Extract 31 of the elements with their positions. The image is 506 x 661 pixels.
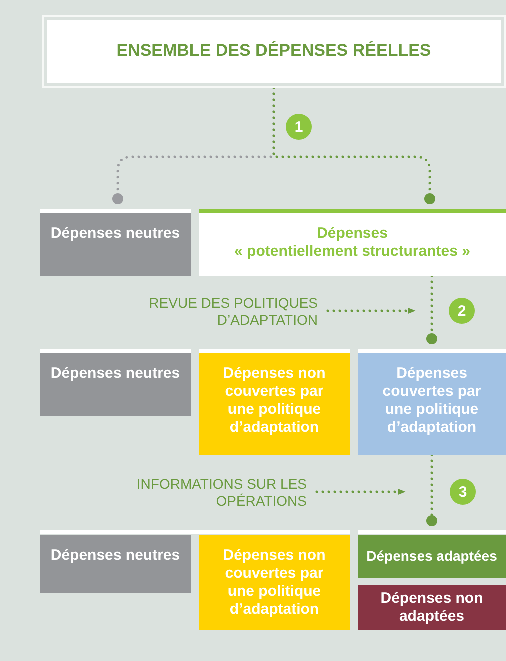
category-box <box>199 353 350 455</box>
box-text: Dépenses neutres <box>50 547 180 565</box>
box-text: Dépenses non adaptées <box>380 590 484 626</box>
dotted-connector <box>272 86 436 204</box>
dotted-arrow <box>316 488 406 496</box>
category-box <box>358 535 506 578</box>
category-box <box>199 535 350 630</box>
title-box <box>42 15 506 88</box>
category-box <box>358 353 506 455</box>
step-label: REVUE DES POLITIQUES D’ADAPTATION <box>149 295 318 328</box>
box-text: Dépenses couvertes par une politique d’adaptation <box>382 365 482 437</box>
step-number: 3 <box>450 479 476 505</box>
dotted-connector <box>426 454 438 526</box>
box-text: Dépenses non couvertes par une politique d’adaptation <box>222 365 327 437</box>
box-text: Dépenses neutres <box>50 225 180 243</box>
title-text: ENSEMBLE DES DÉPENSES RÉELLES <box>116 41 432 62</box>
dotted-arrow <box>326 308 416 314</box>
category-box <box>40 353 191 416</box>
box-text: Dépenses adaptées <box>366 548 498 565</box>
box-text: Dépenses non couvertes par une politique d’adaptation <box>222 547 327 619</box>
box-text: Dépenses neutres <box>50 365 180 383</box>
box-text: Dépenses <box>317 225 388 243</box>
category-box <box>199 213 506 276</box>
category-box <box>358 585 506 630</box>
step-number: 1 <box>286 114 312 140</box>
step-number: 2 <box>449 298 475 324</box>
step-label: INFORMATIONS SUR LES OPÉRATIONS <box>136 476 307 509</box>
box-text: « potentiellement structurantes » <box>234 243 470 261</box>
category-box <box>40 213 191 276</box>
category-box <box>40 535 191 593</box>
dotted-connector <box>426 274 438 344</box>
